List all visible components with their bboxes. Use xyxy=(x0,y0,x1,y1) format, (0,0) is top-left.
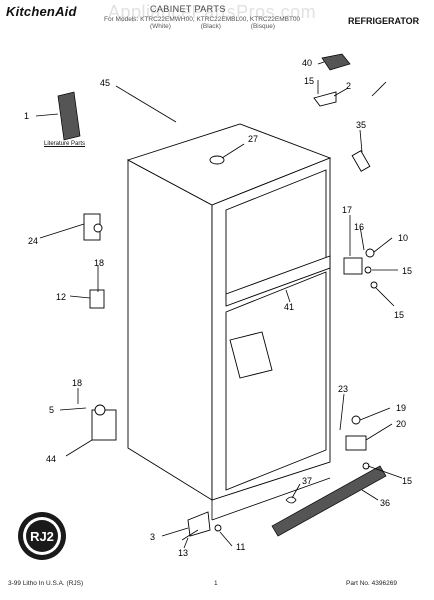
callout-5: 5 xyxy=(49,405,54,415)
callout-15a: 15 xyxy=(304,76,314,86)
diagram-title: CABINET PARTS xyxy=(150,4,226,14)
callout-20: 20 xyxy=(396,419,406,429)
part-40-cover xyxy=(321,53,351,71)
callout-13: 13 xyxy=(178,548,188,558)
part-12-clip xyxy=(89,289,105,309)
callout-23: 23 xyxy=(338,384,348,394)
callout-18b: 18 xyxy=(72,378,82,388)
callout-37: 37 xyxy=(302,476,312,486)
colors-line: (White) (Black) (Bisque) xyxy=(150,23,275,30)
watermark: AppliancePartsPros.com xyxy=(108,2,317,22)
part-2-hinge xyxy=(313,91,337,107)
appliance-type: REFRIGERATOR xyxy=(348,16,420,26)
callout-40: 40 xyxy=(302,58,312,68)
part-24-bracket xyxy=(83,213,103,241)
callout-27: 27 xyxy=(248,134,258,144)
callout-labels: 1 2 3 5 10 11 12 13 15 15 15 15 15 16 17… xyxy=(24,58,412,558)
callout-12: 12 xyxy=(56,292,66,302)
callout-2: 2 xyxy=(346,81,351,91)
bottom-hinge xyxy=(345,415,370,470)
literature-parts-label: Literature Parts xyxy=(44,141,86,147)
footer-part-no: Part No. 4396269 xyxy=(346,580,397,587)
callout-15c: 15 xyxy=(394,310,404,320)
part-36-grille xyxy=(271,465,387,537)
part-27-plug xyxy=(209,155,225,165)
callout-16: 16 xyxy=(354,222,364,232)
part-44-bracket xyxy=(91,404,117,441)
callout-17: 17 xyxy=(342,205,352,215)
part-37-clip xyxy=(285,496,297,504)
callout-44: 44 xyxy=(46,454,56,464)
logo-text: RJ2 xyxy=(30,529,54,544)
footer-page: 1 xyxy=(214,580,218,587)
callout-3: 3 xyxy=(150,532,155,542)
middle-hinge xyxy=(343,248,378,289)
callout-45: 45 xyxy=(100,78,110,88)
callout-1: 1 xyxy=(24,111,29,121)
callout-18a: 18 xyxy=(94,258,104,268)
callout-15b: 15 xyxy=(402,266,412,276)
cabinet xyxy=(126,123,332,521)
literature-booklet xyxy=(57,91,81,141)
callout-35: 35 xyxy=(356,120,366,130)
callout-10: 10 xyxy=(398,233,408,243)
part-35-shim xyxy=(351,150,371,172)
models-line: For Models: KTRC22EMWH00, KTRC22EMBL00, … xyxy=(104,16,301,23)
callout-36: 36 xyxy=(380,498,390,508)
brand-logo: KitchenAid xyxy=(6,4,77,19)
callout-24: 24 xyxy=(28,236,38,246)
callout-15d: 15 xyxy=(402,476,412,486)
footer-litho: 3-99 Litho In U.S.A. (RJS) xyxy=(8,580,84,587)
leveling-leg xyxy=(181,511,222,541)
rj2-logo-badge: RJ2 xyxy=(18,512,66,560)
callout-11: 11 xyxy=(236,542,245,552)
callout-19: 19 xyxy=(396,403,406,413)
leader-lines xyxy=(35,61,403,549)
callout-41: 41 xyxy=(284,302,294,312)
